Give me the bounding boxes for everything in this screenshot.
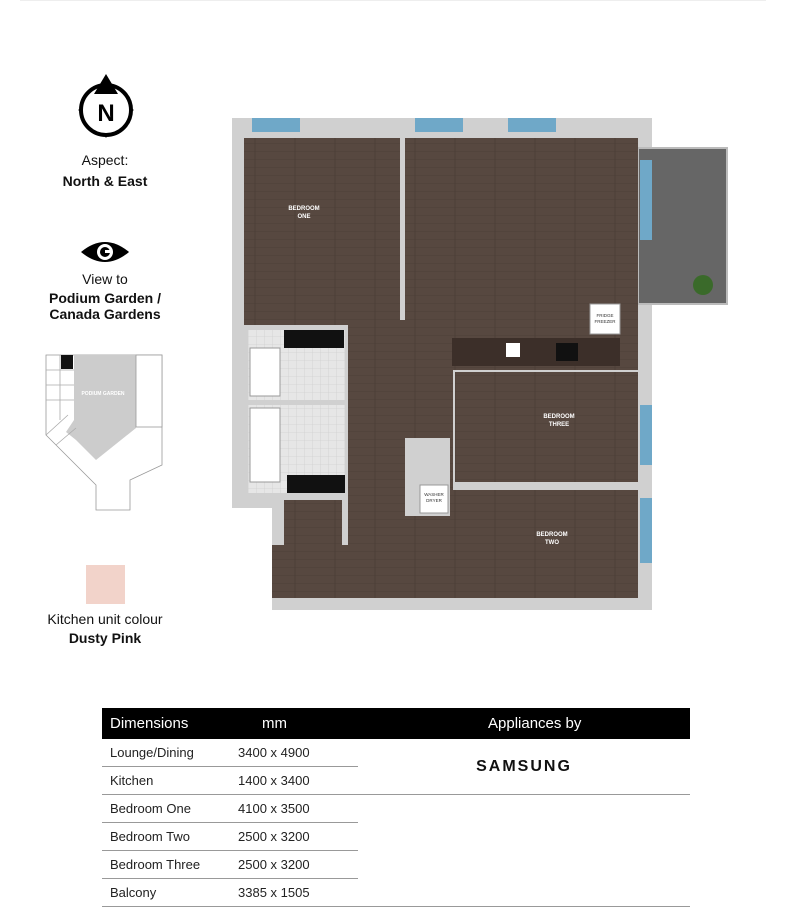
aspect-value: North & East [62, 173, 148, 189]
balcony [637, 147, 728, 305]
sink-icon [506, 343, 520, 357]
view-label: View to [82, 271, 128, 287]
key-plan: PODIUM GARDEN [45, 354, 163, 511]
washer-dryer [419, 484, 449, 514]
samsung-logo: SAMSUNG [358, 739, 690, 795]
bedroom-three [455, 372, 638, 482]
appliances-header: Appliances by [358, 708, 690, 739]
plant-icon [693, 275, 713, 295]
kitchen-counter [452, 338, 620, 366]
bedroom-one [244, 138, 400, 325]
view-value-2: Canada Gardens [49, 306, 161, 322]
view-value-1: Podium Garden / [48, 290, 161, 306]
lounge-dining [405, 138, 638, 320]
hob-icon [556, 343, 578, 361]
eye-icon [81, 242, 129, 262]
compass-north-icon: N [78, 74, 134, 138]
fridge-freezer [589, 303, 621, 335]
divider [20, 0, 766, 1]
kitchen-colour-value: Dusty Pink [68, 630, 142, 646]
dimensions-table: Dimensions mm Appliances by Lounge/Dinin… [102, 708, 690, 907]
aspect-label: Aspect: [81, 152, 129, 168]
podium-garden-label: PODIUM GARDEN [81, 391, 124, 397]
dimensions-header: Dimensions [102, 708, 230, 739]
svg-text:N: N [97, 100, 114, 127]
mm-header: mm [230, 708, 358, 739]
apartment-marker [61, 355, 73, 369]
kitchen-colour-swatch [86, 565, 125, 604]
kitchen-colour-label: Kitchen unit colour [47, 611, 163, 627]
